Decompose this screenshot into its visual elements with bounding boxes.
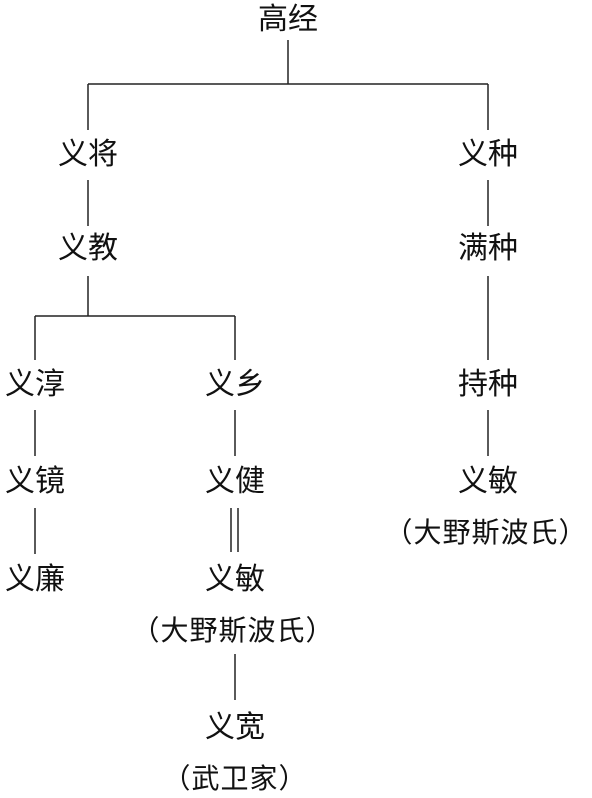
node-manzhong: 满种 — [458, 231, 518, 266]
node-yijian: 义健 — [205, 464, 265, 499]
node-yikuan: 义宽 — [205, 710, 265, 745]
node-yijing: 义镜 — [5, 464, 65, 499]
node-chizhong: 持种 — [458, 367, 518, 402]
node-gaojing: 高经 — [258, 2, 318, 37]
node-yijiao: 义教 — [58, 231, 118, 266]
node-yilian: 义廉 — [5, 562, 65, 597]
node-yijiang: 义将 — [58, 137, 118, 172]
note-ono-shiba-right: （大野斯波氏） — [384, 516, 588, 549]
node-yimin-right: 义敏 — [458, 464, 518, 499]
node-yixiang: 义乡 — [205, 367, 265, 402]
node-yizhong: 义种 — [458, 137, 518, 172]
node-yimin-left: 义敏 — [205, 562, 265, 597]
note-ono-shiba-left: （大野斯波氏） — [131, 614, 335, 647]
note-buei-ke: （武卫家） — [162, 762, 308, 795]
node-yichun: 义淳 — [5, 367, 65, 402]
